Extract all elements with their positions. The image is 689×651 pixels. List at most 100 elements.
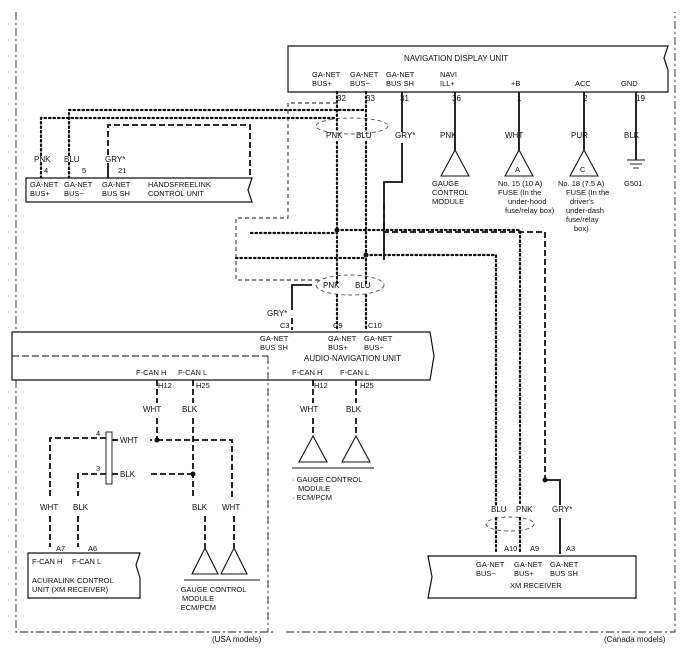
gauge-left-wire-blk: BLK bbox=[192, 503, 208, 512]
xm-title: XM RECEIVER bbox=[510, 581, 562, 590]
diagram-label: GA-NET bbox=[260, 334, 289, 343]
diagram-label: F-CAN L bbox=[178, 368, 207, 377]
diagram-label: BUS SH bbox=[260, 343, 288, 352]
wire-segment bbox=[364, 253, 498, 507]
right-wire-blk: BLK bbox=[346, 405, 362, 414]
wire-segment bbox=[49, 437, 106, 496]
junction-wire-blk: BLK bbox=[120, 470, 136, 479]
diagram-label: HANDSFREELINK bbox=[148, 180, 211, 189]
wire-segment bbox=[335, 228, 522, 507]
nav-pin-36: 36 bbox=[452, 94, 461, 103]
xm-pin-a10: A10 bbox=[504, 544, 517, 553]
xm-wire-pnk: PNK bbox=[516, 505, 533, 514]
diagram-label: GA-NET bbox=[350, 70, 379, 79]
diagram-label: · ECM/PCM bbox=[176, 603, 216, 612]
wire-segment bbox=[291, 284, 312, 310]
diagram-label: ILL+ bbox=[440, 79, 455, 88]
diagram-label: BUS− bbox=[64, 189, 84, 198]
diagram-label: ACURALINK CONTROL bbox=[32, 576, 114, 585]
wire-segment bbox=[107, 124, 251, 178]
wire-segment bbox=[67, 108, 368, 157]
nav-wire-blk: BLK bbox=[624, 131, 640, 140]
acuralink-control-unit: F-CAN H F-CAN L ACURALINK CONTROL UNIT (… bbox=[27, 552, 141, 599]
junction-wire-wht: WHT bbox=[120, 436, 138, 445]
diagram-label: fuse/relay bbox=[566, 215, 599, 224]
diagram-label: GA-NET bbox=[328, 334, 357, 343]
diagram-label: +B bbox=[511, 79, 520, 88]
wire-segment bbox=[235, 102, 337, 281]
diagram-label: ACC bbox=[575, 79, 591, 88]
diagram-label: F-CAN H bbox=[292, 368, 322, 377]
xm-wire-gry: GRY* bbox=[552, 505, 572, 514]
anu-pin-c9: C9 bbox=[333, 321, 343, 330]
wire-segment bbox=[77, 473, 106, 496]
diagram-label: CONTROL bbox=[432, 188, 469, 197]
hfl-pin-4: 4 bbox=[44, 166, 48, 175]
anu-left-pin-h12: H12 bbox=[158, 381, 172, 390]
mid-twist-shield bbox=[315, 274, 385, 296]
junction-pin-4: 4 bbox=[96, 429, 100, 438]
handsfreelink-control-unit: GA-NET BUS+ GA-NET BUS− GA-NET BUS SH HA… bbox=[25, 177, 253, 203]
wire-segment bbox=[383, 143, 403, 260]
nav-wire-wht: WHT bbox=[505, 131, 523, 140]
diagram-label: GAUGE bbox=[432, 179, 459, 188]
fuse-a-letter: A bbox=[515, 165, 520, 174]
anu-right-pin-h12: H12 bbox=[314, 381, 328, 390]
wire-segment bbox=[542, 477, 548, 483]
audio-navigation-unit: GA-NET BUS SH GA-NET BUS+ GA-NET BUS− AU… bbox=[11, 331, 435, 381]
diagram-label: MODULE bbox=[182, 594, 214, 603]
wire-segment bbox=[150, 418, 158, 441]
wire-segment bbox=[545, 479, 561, 505]
hfl-pin-5: 5 bbox=[82, 166, 86, 175]
fuse-c-letter: C bbox=[580, 165, 586, 174]
hfl-wire-blu: BLU bbox=[64, 155, 80, 164]
diagram-label: MODULE bbox=[298, 484, 330, 493]
gauge-left-triangle-1 bbox=[191, 546, 219, 575]
gauge-left-triangle-2 bbox=[220, 546, 248, 575]
diagram-label: FUSE (In the bbox=[498, 188, 541, 197]
acura-wire-blk: BLK bbox=[73, 503, 89, 512]
diagram-label: GA-NET bbox=[364, 334, 393, 343]
xm-twist-shield bbox=[485, 516, 535, 532]
diagram-label: box) bbox=[574, 224, 589, 233]
nav-bus-blu: BLU bbox=[356, 131, 372, 140]
diagram-label: GA-NET bbox=[550, 560, 579, 569]
wire-segment bbox=[157, 439, 233, 498]
diagram-label: GA-NET bbox=[64, 180, 93, 189]
wire-segment bbox=[383, 204, 546, 480]
gauge-mid-triangle-1 bbox=[298, 434, 328, 463]
nav-twist-shield bbox=[315, 117, 389, 135]
ground-symbol bbox=[627, 159, 645, 169]
nav-pin-31: 31 bbox=[400, 94, 409, 103]
diagram-label: fuse/relay box) bbox=[505, 206, 555, 215]
diagram-label: GA-NET bbox=[312, 70, 341, 79]
diagram-label: BUS SH bbox=[102, 189, 130, 198]
anu-title: AUDIO-NAVIGATION UNIT bbox=[304, 354, 401, 363]
wire-segment bbox=[427, 555, 637, 599]
diagram-label: FUSE (In the bbox=[566, 188, 609, 197]
acura-pin-a7: A7 bbox=[56, 544, 65, 553]
diagram-label: GA-NET bbox=[386, 70, 415, 79]
diagram-label: · GAUGE CONTROL bbox=[176, 585, 246, 594]
diagram-label: · GAUGE CONTROL bbox=[292, 475, 362, 484]
diagram-label: UNIT (XM RECEIVER) bbox=[32, 585, 109, 594]
xm-receiver: GA-NET BUS− GA-NET BUS+ GA-NET BUS SH XM… bbox=[427, 555, 637, 599]
acura-pin-a6: A6 bbox=[88, 544, 97, 553]
diagram-label: BUS+ bbox=[328, 343, 348, 352]
junction-pin-3: 3 bbox=[96, 464, 100, 473]
nav-pin-2: 2 bbox=[583, 94, 588, 103]
nav-wire-pnk: PNK bbox=[440, 131, 457, 140]
canada-models-frame bbox=[286, 12, 676, 633]
gauge-left-wire-wht: WHT bbox=[222, 503, 240, 512]
diagram-label: F-CAN L bbox=[72, 557, 101, 566]
wire-segment bbox=[39, 116, 339, 157]
diagram-label: BUS SH bbox=[550, 569, 578, 578]
diagram-label: GA-NET bbox=[514, 560, 543, 569]
wire-segment bbox=[25, 177, 253, 203]
usa-models-frame bbox=[15, 12, 276, 633]
gauge-mid-triangle-2 bbox=[341, 434, 371, 463]
diagram-label: BUS SH bbox=[386, 79, 414, 88]
anu-left-pin-h25: H25 bbox=[196, 381, 210, 390]
hfl-wire-pnk: PNK bbox=[34, 155, 51, 164]
